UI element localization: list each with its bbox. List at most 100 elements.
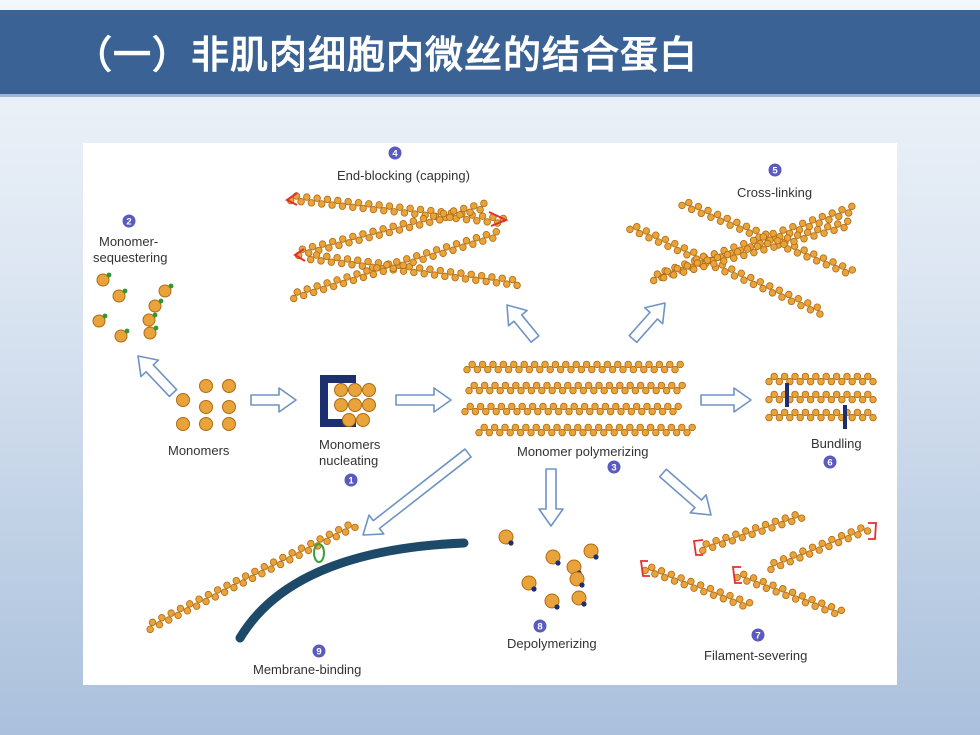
arrow-nucleating-to-polymerizing — [395, 387, 452, 413]
polymer-filament-3 — [461, 402, 682, 416]
free-monomer-5 — [222, 400, 236, 414]
label-bundling: Bundling — [811, 436, 862, 451]
depoly-monomer-4 — [521, 575, 537, 591]
depoly-monomer-3 — [583, 543, 599, 559]
nucleus-monomer-8 — [356, 413, 370, 427]
capping-cap-1 — [285, 192, 298, 206]
sever-filament-a — [699, 511, 806, 555]
step-marker-4: 4 — [388, 146, 402, 160]
sequester-protein-8 — [153, 325, 159, 331]
step-marker-2: 2 — [122, 214, 136, 228]
sequestered-monomer-8 — [143, 326, 157, 340]
sever-filament-b — [767, 524, 872, 574]
label-sequester-2: sequestering — [93, 250, 167, 265]
sequestered-monomer-7 — [92, 314, 106, 328]
membrane-curve — [235, 538, 469, 643]
crosslink-filament-d — [649, 217, 852, 285]
svg-text:9: 9 — [316, 647, 321, 658]
free-monomer-8 — [222, 417, 236, 431]
depoly-protein-1 — [508, 540, 514, 546]
step-marker-5: 5 — [768, 163, 782, 177]
crosslink-filament-c — [626, 223, 824, 318]
membrane-filament — [146, 521, 359, 634]
nucleus-monomer-6 — [362, 398, 376, 412]
nucleus-monomer-7 — [342, 413, 356, 427]
depoly-protein-4 — [531, 586, 537, 592]
polymer-filament-2 — [465, 381, 686, 395]
sequester-protein-1 — [106, 272, 112, 278]
nucleus-monomer-3 — [362, 383, 376, 397]
free-monomer-6 — [176, 417, 190, 431]
bundle-filament-3 — [765, 408, 877, 422]
arrow-to-membrane — [362, 448, 472, 536]
sever-cap-4 — [731, 566, 742, 584]
depoly-monomer-2 — [545, 549, 561, 565]
sequestered-monomer-5 — [142, 313, 156, 327]
capping-filament-b — [294, 199, 488, 260]
bundle-filament-1 — [765, 372, 877, 386]
free-monomer-7 — [199, 417, 213, 431]
sequestered-monomer-2 — [112, 289, 126, 303]
sever-filament-d — [733, 570, 846, 618]
free-monomer-3 — [176, 393, 190, 407]
bundling-bar-1 — [785, 383, 789, 407]
arrow-to-severing — [658, 468, 712, 516]
free-monomer-4 — [199, 400, 213, 414]
label-crosslinking: Cross-linking — [737, 185, 812, 200]
sequester-protein-6 — [124, 328, 130, 334]
label-membrane: Membrane-binding — [253, 662, 361, 677]
capping-filament-d — [290, 228, 500, 303]
free-monomer-1 — [199, 379, 213, 393]
label-severing: Filament-severing — [704, 648, 807, 663]
nucleus-monomer-1 — [334, 383, 348, 397]
capping-filament-c — [306, 251, 521, 290]
arrow-monomers-to-nucleating — [250, 387, 297, 413]
label-nucleating-1: Monomers — [319, 437, 381, 452]
bundle-filament-2 — [765, 390, 877, 404]
sequestered-monomer-1 — [96, 273, 110, 287]
svg-text:1: 1 — [348, 476, 354, 487]
depoly-protein-8 — [579, 582, 585, 588]
sever-cap-2 — [868, 522, 877, 540]
capping-cap-2 — [488, 211, 509, 227]
svg-text:4: 4 — [392, 149, 398, 160]
sever-cap-3 — [639, 560, 650, 577]
arrows-layer — [137, 302, 752, 536]
svg-text:8: 8 — [537, 622, 542, 633]
label-polymerizing: Monomer polymerizing — [517, 444, 649, 459]
filaments-layer — [146, 192, 877, 634]
sequester-protein-3 — [158, 298, 164, 304]
arrow-to-sequestering — [137, 355, 178, 398]
sever-cap-1 — [692, 539, 704, 556]
depoly-protein-3 — [593, 554, 599, 560]
free-monomer-2 — [222, 379, 236, 393]
sequester-protein-4 — [168, 283, 174, 289]
sequester-protein-5 — [152, 312, 158, 318]
step-marker-9: 9 — [312, 644, 326, 658]
svg-text:2: 2 — [126, 217, 131, 228]
sequester-protein-7 — [102, 313, 108, 319]
step-marker-6: 6 — [823, 455, 837, 469]
depoly-protein-2 — [555, 560, 561, 566]
sequestered-monomer-3 — [148, 299, 162, 313]
svg-text:6: 6 — [827, 458, 832, 469]
svg-text:7: 7 — [755, 631, 760, 642]
depoly-monomer-8 — [569, 571, 585, 587]
polymer-filament-4 — [475, 423, 696, 437]
nucleus-monomer-4 — [334, 398, 348, 412]
sequestered-monomer-4 — [158, 284, 172, 298]
arrow-to-depolymerizing — [538, 468, 564, 527]
nucleus-monomer-5 — [348, 398, 362, 412]
step-marker-7: 7 — [751, 628, 765, 642]
depoly-monomer-7 — [571, 590, 587, 606]
label-nucleating-2: nucleating — [319, 453, 378, 468]
step-marker-1: 1 — [344, 473, 358, 487]
label-sequester-1: Monomer- — [99, 234, 158, 249]
membrane-linker — [313, 543, 325, 563]
label-monomers: Monomers — [168, 443, 230, 458]
sever-filament-c — [641, 563, 754, 610]
arrow-to-crosslinking — [628, 302, 666, 344]
depoly-protein-6 — [554, 604, 560, 610]
